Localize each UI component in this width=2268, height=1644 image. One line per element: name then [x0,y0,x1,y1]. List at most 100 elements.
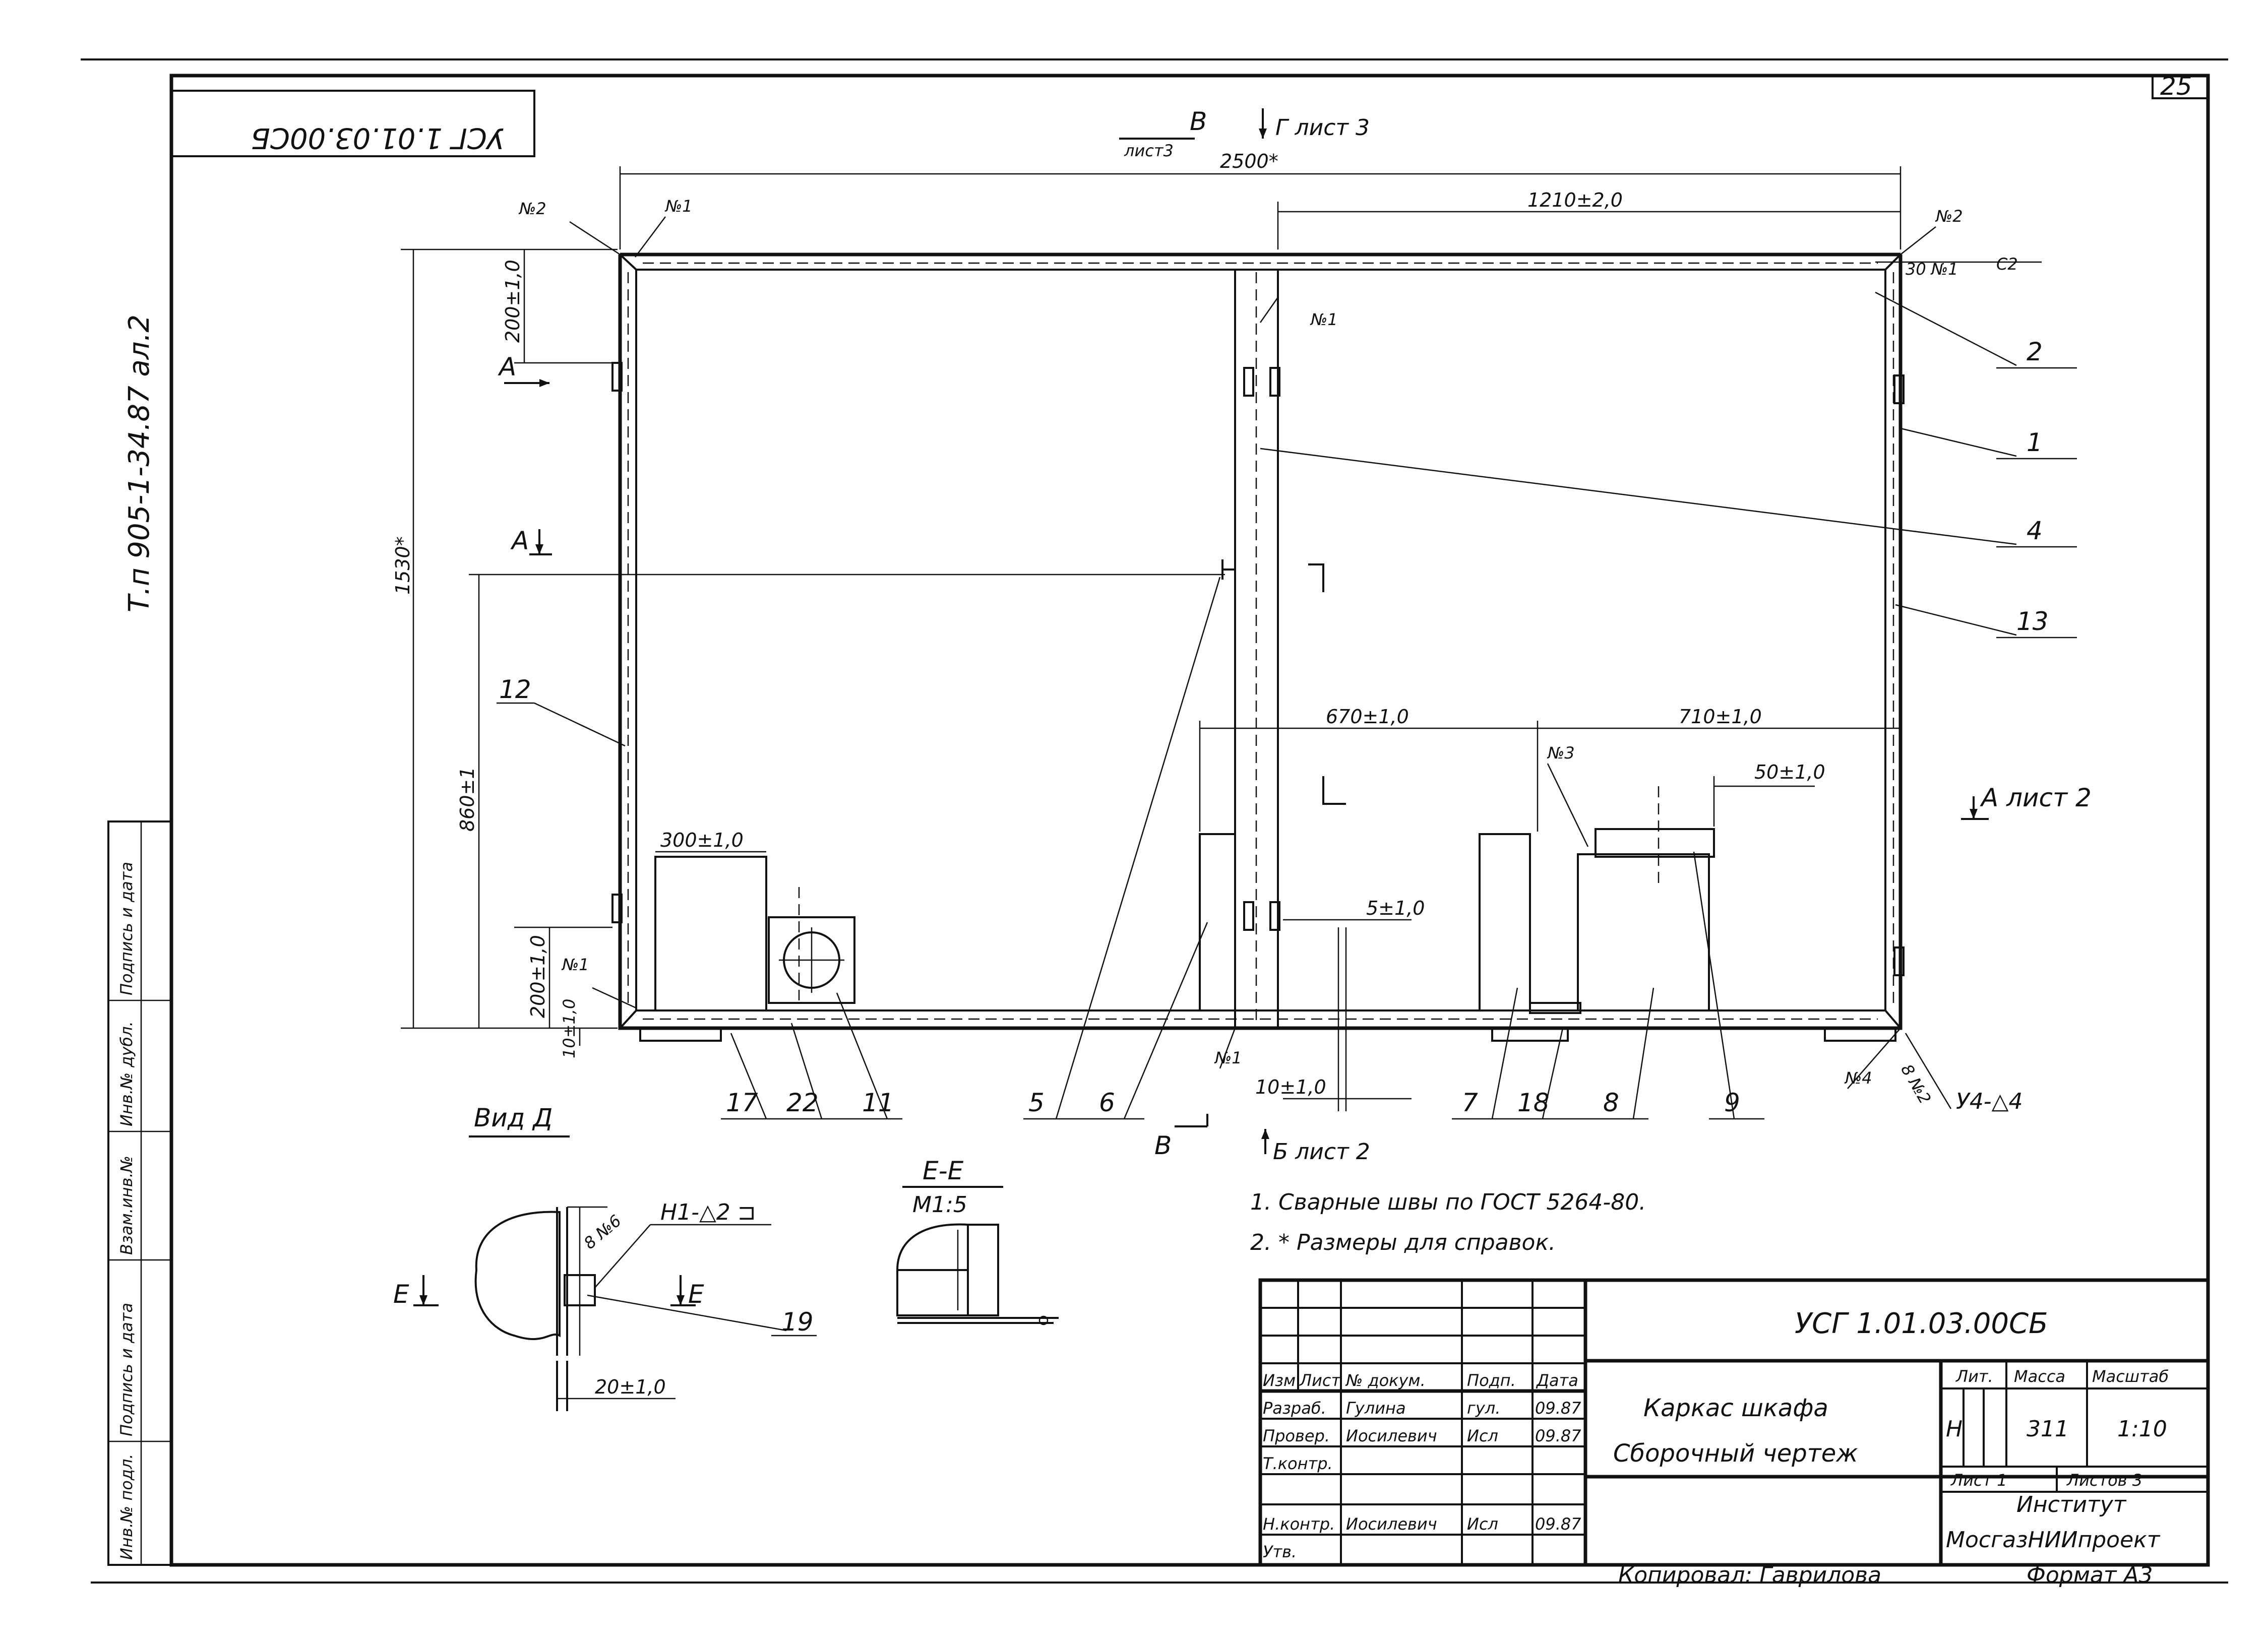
leader-4 [1260,448,2017,545]
drawing-frame [169,74,2210,1567]
pos-13: 13 [2016,607,2049,636]
dim-300: 300±1,0 [660,829,744,851]
view-d-title: Вид Д [474,1103,553,1132]
leader-8 [1632,987,1654,1119]
dim-top-offset: 200±1,0 [502,260,524,343]
hinge-left-bottom [611,894,623,923]
dim-5: 5±1,0 [1366,897,1425,919]
tb-nkontr-sign: Исл [1467,1514,1498,1534]
tb-row-prov: Провер. [1263,1426,1330,1445]
weld-top-left-1: №1 [664,197,693,216]
leader-6 [1123,922,1208,1119]
tb-col-doc: № докум. [1345,1371,1426,1390]
pos-5: 5 [1028,1088,1045,1117]
dim-height-total: 1530* [392,536,414,595]
dim-mid-height: 860±1 [456,767,478,832]
weld-bottom-mid-1: №1 [1214,1048,1242,1067]
tb-nkontr-name: Иосилевич [1346,1514,1437,1534]
view-b-bottom-sheet: Б лист 2 [1273,1139,1370,1165]
tb-razrab-sign: гул. [1467,1399,1500,1418]
dim-base-gap: 10±1,0 [560,999,579,1058]
code-stamp-box [170,90,535,157]
dim-10: 10±1,0 [1255,1076,1326,1098]
tb-prov-date: 09.87 [1535,1426,1581,1445]
pos-1: 1 [2027,428,2043,457]
dim-20: 20±1,0 [595,1376,666,1398]
pos-22: 19 [781,1307,814,1337]
note-1: 1. Сварные швы по ГОСТ 5264-80. [1250,1189,1646,1215]
tb-lit-label: Лит. [1955,1367,1993,1386]
tb-razrab-name: Гулина [1346,1399,1406,1418]
pos-19: 22 [786,1088,819,1117]
weld-detail-h1: Н1-△2 ⊐ [660,1199,756,1225]
tb-scale-label: Масштаб [2092,1367,2169,1386]
pos-8: 8 [1603,1088,1619,1117]
pos-11: 11 [862,1088,894,1117]
cable-gland-plate [768,916,855,1004]
leader-5 [1055,577,1221,1119]
tb-col-date: Дата [1536,1371,1578,1390]
series-vertical: Т.п 905-1-34.87 ал.2 [123,314,156,612]
tb-row-utv: Утв. [1263,1542,1297,1561]
hinge-right-bottom [1893,946,1905,976]
foot-right [1824,1027,1896,1042]
title-doc-code: УСГ 1.01.03.00СБ [1795,1307,2048,1340]
tb-sheets: Листов 3 [2066,1471,2142,1490]
tb-sheet: Лист 1 [1950,1471,2007,1490]
weld-top-mid-1: №1 [1310,310,1338,329]
hinge-right-top [1893,374,1905,404]
tb-prov-name: Иосилевич [1346,1426,1437,1445]
tb-row-nkontr: Н.контр. [1263,1514,1335,1534]
side-stamp-label-2: Инв.№ дубл. [117,1021,136,1126]
pos-18: 18 [1517,1088,1550,1117]
title-name-1: Каркас шкафа [1643,1394,1828,1422]
side-stamp-label-3: Взам.инв.№ [117,1156,136,1255]
hinge-left-top [611,362,623,392]
side-stamp-label-1: Подпись и дата [117,862,136,995]
leader-19 [790,1023,823,1119]
hinge-mid-bottom-l [1243,901,1254,931]
title-name-2: Сборочный чертеж [1613,1439,1858,1468]
tb-format: Формат А3 [2027,1562,2153,1588]
view-b-top: В [1190,107,1207,136]
frame-outline [618,255,1903,1030]
weld-bottom-left-1: №1 [561,955,589,974]
weld-bottom-right-4: №4 [1844,1068,1872,1088]
dim-right-bay: 1210±2,0 [1527,189,1623,211]
tb-prov-sign: Исл [1467,1426,1498,1445]
component-7 [1479,833,1531,1011]
section-a-left: А [498,352,516,382]
sheet-number-box [2152,75,2209,99]
title-block [1258,1278,2210,1567]
leader-11 [836,992,888,1119]
component-9 [1595,828,1715,858]
view-g-top: Г лист 3 [1275,115,1370,141]
hinge-mid-top-l [1243,367,1254,397]
sheet-frame [81,58,2228,1584]
sheet-number: 25 [2160,72,2192,101]
tb-row-tkontr: Т.контр. [1263,1454,1333,1473]
section-ee-title: Е-Е [923,1156,964,1185]
component-6 [1199,833,1236,1011]
pos-6: 6 [1099,1088,1115,1117]
tb-org-1: Институт [2016,1492,2127,1517]
side-stamp-label-4: Подпись и дата [117,1303,136,1436]
side-stamp [107,820,172,1566]
code-stamp-rotated: УСГ 1.01.03.00СБ [251,121,504,154]
hinge-mid-bottom-r [1269,901,1280,931]
pos-12: 12 [499,675,531,704]
view-b-top-sheet: лист3 [1124,141,1174,160]
pos-2: 2 [2027,337,2043,366]
tb-row-razrab: Разраб. [1263,1399,1326,1418]
section-corner-top [1308,563,1324,592]
tb-copied: Копировал: Гаврилова [1618,1562,1881,1588]
weld-top-right-2: №2 [1935,207,1963,226]
weld-top-right-c2: С2 [1996,255,2018,274]
section-ee-detail [896,1223,1059,1325]
tb-nkontr-date: 09.87 [1535,1514,1581,1534]
section-a-mark: А [510,526,529,555]
e-right: Е [688,1280,704,1309]
pos-4: 4 [2027,516,2043,545]
view-d-detail [413,1206,817,1411]
dim-50: 50±1,0 [1754,761,1825,783]
